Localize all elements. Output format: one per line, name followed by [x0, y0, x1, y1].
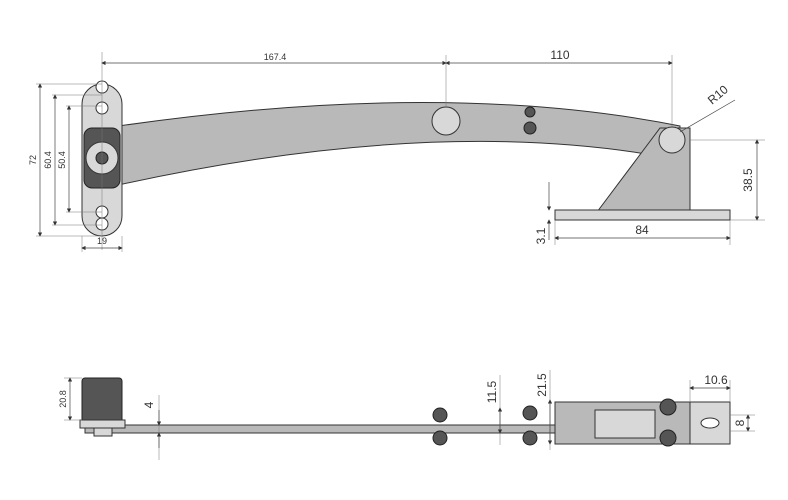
dim-tab-width: 10.6 [704, 373, 728, 387]
dim-offset-2: 21.5 [535, 373, 549, 397]
dim-radius: R10 [705, 82, 731, 107]
top-view: 167.4 110 R10 38.5 84 3.1 72 60.4 50.4 1… [28, 48, 765, 252]
dim-hole-spacing-outer: 60.4 [43, 151, 53, 169]
stay-arm [104, 101, 681, 189]
dim-plate-height: 72 [28, 155, 38, 165]
dim-offset-1: 11.5 [485, 380, 499, 403]
side-screw [93, 427, 113, 437]
dim-knob-height: 20.8 [58, 390, 68, 408]
dim-hole-spacing-inner: 50.4 [57, 151, 67, 169]
side-tab-hole [700, 417, 720, 429]
rivet [431, 106, 461, 136]
side-bracket-slot [594, 409, 656, 439]
side-knob [81, 377, 123, 424]
stop-knob [524, 106, 536, 118]
dim-tab-height: 8 [733, 419, 747, 426]
dim-bracket-height: 38.5 [741, 168, 755, 192]
side-view: 20.8 4 11.5 21.5 10.6 8 [58, 370, 755, 460]
knob-bottom [522, 430, 538, 446]
rivet-bottom [432, 430, 448, 446]
bracket-base [554, 209, 731, 221]
pivot-top [659, 398, 677, 416]
dim-arm-thickness: 4 [142, 401, 156, 408]
side-base [79, 419, 126, 429]
dim-plate-thickness: 3.1 [534, 227, 548, 244]
dim-plate-width: 19 [97, 236, 107, 246]
stop-knob-base [523, 121, 537, 135]
bracket-pivot [658, 126, 686, 154]
pivot-bottom [659, 429, 677, 447]
dim-extension: 110 [550, 48, 569, 62]
dim-arm-length: 167.4 [264, 52, 287, 62]
rivet-top [432, 407, 448, 423]
knob-top [522, 405, 538, 421]
dim-bracket-length: 84 [635, 223, 649, 237]
